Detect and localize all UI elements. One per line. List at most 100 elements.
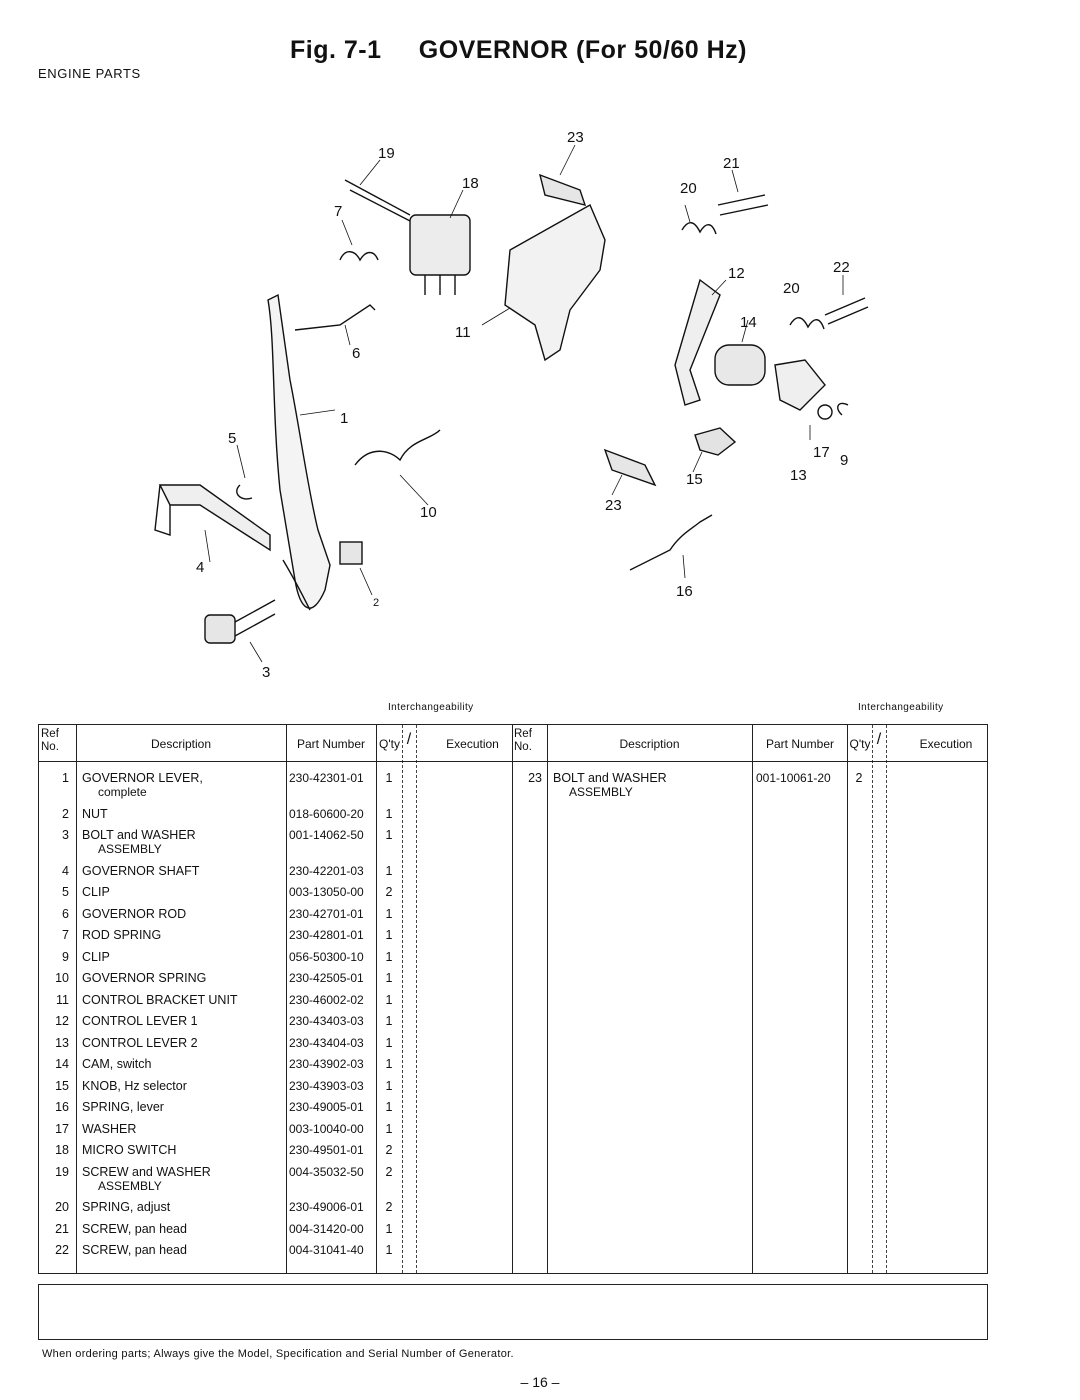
callout-21: 21 — [723, 155, 740, 172]
callout-22: 22 — [833, 259, 850, 276]
description-main: CLIP — [82, 949, 110, 964]
callout-1: 1 — [340, 410, 348, 427]
callout-12: 12 — [728, 265, 745, 282]
ordering-note: When ordering parts; Always give the Mod… — [42, 1348, 514, 1360]
part-description: GOVERNOR SPRING — [82, 971, 206, 985]
header-execution-right: Execution — [919, 737, 973, 751]
description-main: SPRING, lever — [82, 1100, 164, 1114]
ref-number: 2 — [62, 806, 69, 821]
header-ref-right: Ref No. — [514, 728, 532, 753]
description-main: ROD SPRING — [82, 928, 162, 942]
callout-14: 14 — [740, 314, 757, 331]
callout-2: 2 — [373, 597, 379, 609]
header-qty-left: Q'ty — [379, 737, 400, 751]
description-main: GOVERNOR ROD — [82, 906, 187, 921]
quantity: 1 — [385, 949, 393, 964]
part-description: WASHER — [82, 1122, 136, 1136]
description-sub: ASSEMBLY — [98, 842, 162, 856]
parts-table: Ref No. Description Part Number Q'ty / E… — [38, 724, 988, 1274]
callout-18: 18 — [462, 175, 479, 192]
callout-19: 19 — [378, 145, 395, 162]
part-number: 230-42301-01 — [289, 771, 364, 785]
quantity: 1 — [385, 971, 393, 985]
callout-6: 6 — [352, 345, 360, 362]
part-description: ROD SPRING — [82, 928, 161, 942]
quantity: 1 — [385, 828, 393, 842]
part-description: CAM, switch — [82, 1057, 151, 1071]
part-description: CONTROL LEVER 2 — [82, 1036, 198, 1050]
callout-13: 13 — [790, 467, 807, 484]
description-sub: ASSEMBLY — [569, 785, 633, 799]
part-description: KNOB, Hz selector — [82, 1079, 187, 1093]
callout-16: 16 — [676, 583, 693, 600]
part-number: 003-10040-00 — [289, 1121, 364, 1136]
quantity: 1 — [385, 1243, 393, 1257]
part-number: 230-43902-03 — [289, 1057, 364, 1071]
quantity: 2 — [385, 885, 393, 899]
description-main: MICRO SWITCH — [82, 1143, 177, 1157]
part-number: 230-49501-01 — [289, 1143, 364, 1157]
header-mark-right: / — [876, 731, 882, 748]
part-number: 001-14062-50 — [289, 828, 364, 842]
ref-number: 17 — [55, 1121, 69, 1136]
description-main: CLIP — [82, 885, 110, 899]
ref-number: 14 — [55, 1057, 69, 1071]
part-number: 004-31420-00 — [289, 1221, 364, 1236]
callout-17: 17 — [813, 444, 830, 461]
part-description: GOVERNOR SHAFT — [82, 864, 199, 878]
ref-number: 20 — [55, 1200, 69, 1214]
quantity: 2 — [385, 1200, 393, 1214]
quantity: 1 — [385, 1100, 393, 1114]
callout-9: 9 — [840, 452, 848, 469]
description-main: SPRING, adjust — [82, 1200, 171, 1214]
description-main: CAM, switch — [82, 1057, 152, 1071]
quantity: 1 — [385, 928, 393, 942]
ref-number: 18 — [55, 1143, 69, 1157]
quantity: 1 — [385, 1057, 393, 1071]
description-main: CONTROL LEVER 1 — [82, 1014, 198, 1028]
header-qty-right: Q'ty — [849, 737, 871, 751]
ref-number: 5 — [62, 885, 69, 899]
ref-number: 15 — [55, 1078, 69, 1093]
part-description: CLIP — [82, 950, 110, 964]
page-number: – 16 – — [520, 1374, 560, 1390]
quantity: 2 — [385, 1164, 393, 1179]
description-main: BOLT and WASHER — [553, 771, 667, 785]
quantity: 1 — [385, 806, 393, 821]
callout-4: 4 — [196, 559, 204, 576]
section-label: ENGINE PARTS — [38, 66, 141, 81]
ref-number: 9 — [62, 949, 69, 964]
ref-number: 13 — [55, 1035, 69, 1050]
notes-box — [38, 1284, 988, 1340]
description-main: WASHER — [82, 1121, 137, 1136]
description-main: SCREW, pan head — [82, 1221, 187, 1236]
quantity: 1 — [385, 863, 393, 878]
part-number: 003-13050-00 — [289, 885, 364, 899]
ref-number: 6 — [62, 906, 69, 921]
description-sub: ASSEMBLY — [98, 1178, 162, 1193]
ref-number: 22 — [55, 1243, 69, 1257]
callout-23-top: 23 — [567, 129, 584, 146]
description-main: GOVERNOR SPRING — [82, 971, 207, 985]
callout-7: 7 — [334, 203, 342, 220]
description-sub: complete — [98, 785, 147, 799]
header-description-right: Description — [619, 737, 680, 751]
description-main: BOLT and WASHER — [82, 828, 196, 842]
ref-number: 1 — [62, 771, 69, 785]
part-description: SPRING, lever — [82, 1100, 164, 1114]
callout-3: 3 — [262, 664, 270, 681]
callout-23-bottom: 23 — [605, 497, 622, 514]
ref-number: 12 — [55, 1014, 69, 1028]
part-number: 230-43404-03 — [289, 1035, 364, 1050]
quantity: 1 — [385, 906, 393, 921]
ref-number: 21 — [55, 1221, 69, 1236]
part-number: 230-49005-01 — [289, 1100, 364, 1114]
part-number: 230-46002-02 — [289, 992, 364, 1007]
part-number: 056-50300-10 — [289, 949, 364, 964]
part-description: SPRING, adjust — [82, 1200, 170, 1214]
ref-number: 19 — [55, 1164, 69, 1179]
callout-20-top: 20 — [680, 180, 697, 197]
